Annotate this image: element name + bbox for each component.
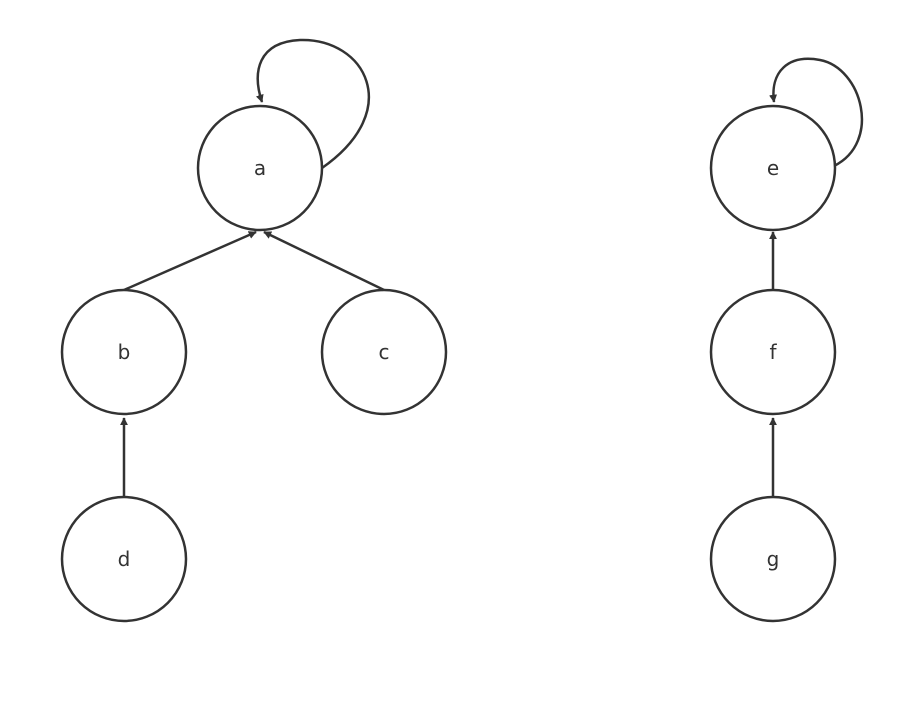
- node-d[interactable]: d: [60, 495, 188, 623]
- edge-a-to-a: [255, 38, 370, 170]
- node-a-label: a: [254, 156, 266, 180]
- node-e-label: e: [767, 156, 779, 180]
- node-b-label: b: [118, 340, 131, 364]
- node-a-circle: [196, 104, 324, 232]
- node-g-label: g: [767, 547, 780, 571]
- node-d-circle: [60, 495, 188, 623]
- node-c-label: c: [379, 340, 390, 364]
- node-e-circle: [709, 104, 837, 232]
- node-f[interactable]: f: [709, 288, 837, 416]
- edges: [120, 38, 864, 496]
- node-f-label: f: [769, 340, 777, 364]
- node-g-circle: [709, 495, 837, 623]
- node-e[interactable]: e: [709, 104, 837, 232]
- edge-b-to-a: [123, 230, 257, 292]
- edge-e-to-e: [769, 57, 864, 168]
- node-c[interactable]: c: [320, 288, 448, 416]
- node-c-circle: [320, 288, 448, 416]
- node-a[interactable]: a: [196, 104, 324, 232]
- node-d-label: d: [118, 547, 131, 571]
- node-b-circle: [60, 288, 188, 416]
- edge-c-to-a: [263, 230, 385, 292]
- node-f-circle: [709, 288, 837, 416]
- node-b[interactable]: b: [60, 288, 188, 416]
- node-g[interactable]: g: [709, 495, 837, 623]
